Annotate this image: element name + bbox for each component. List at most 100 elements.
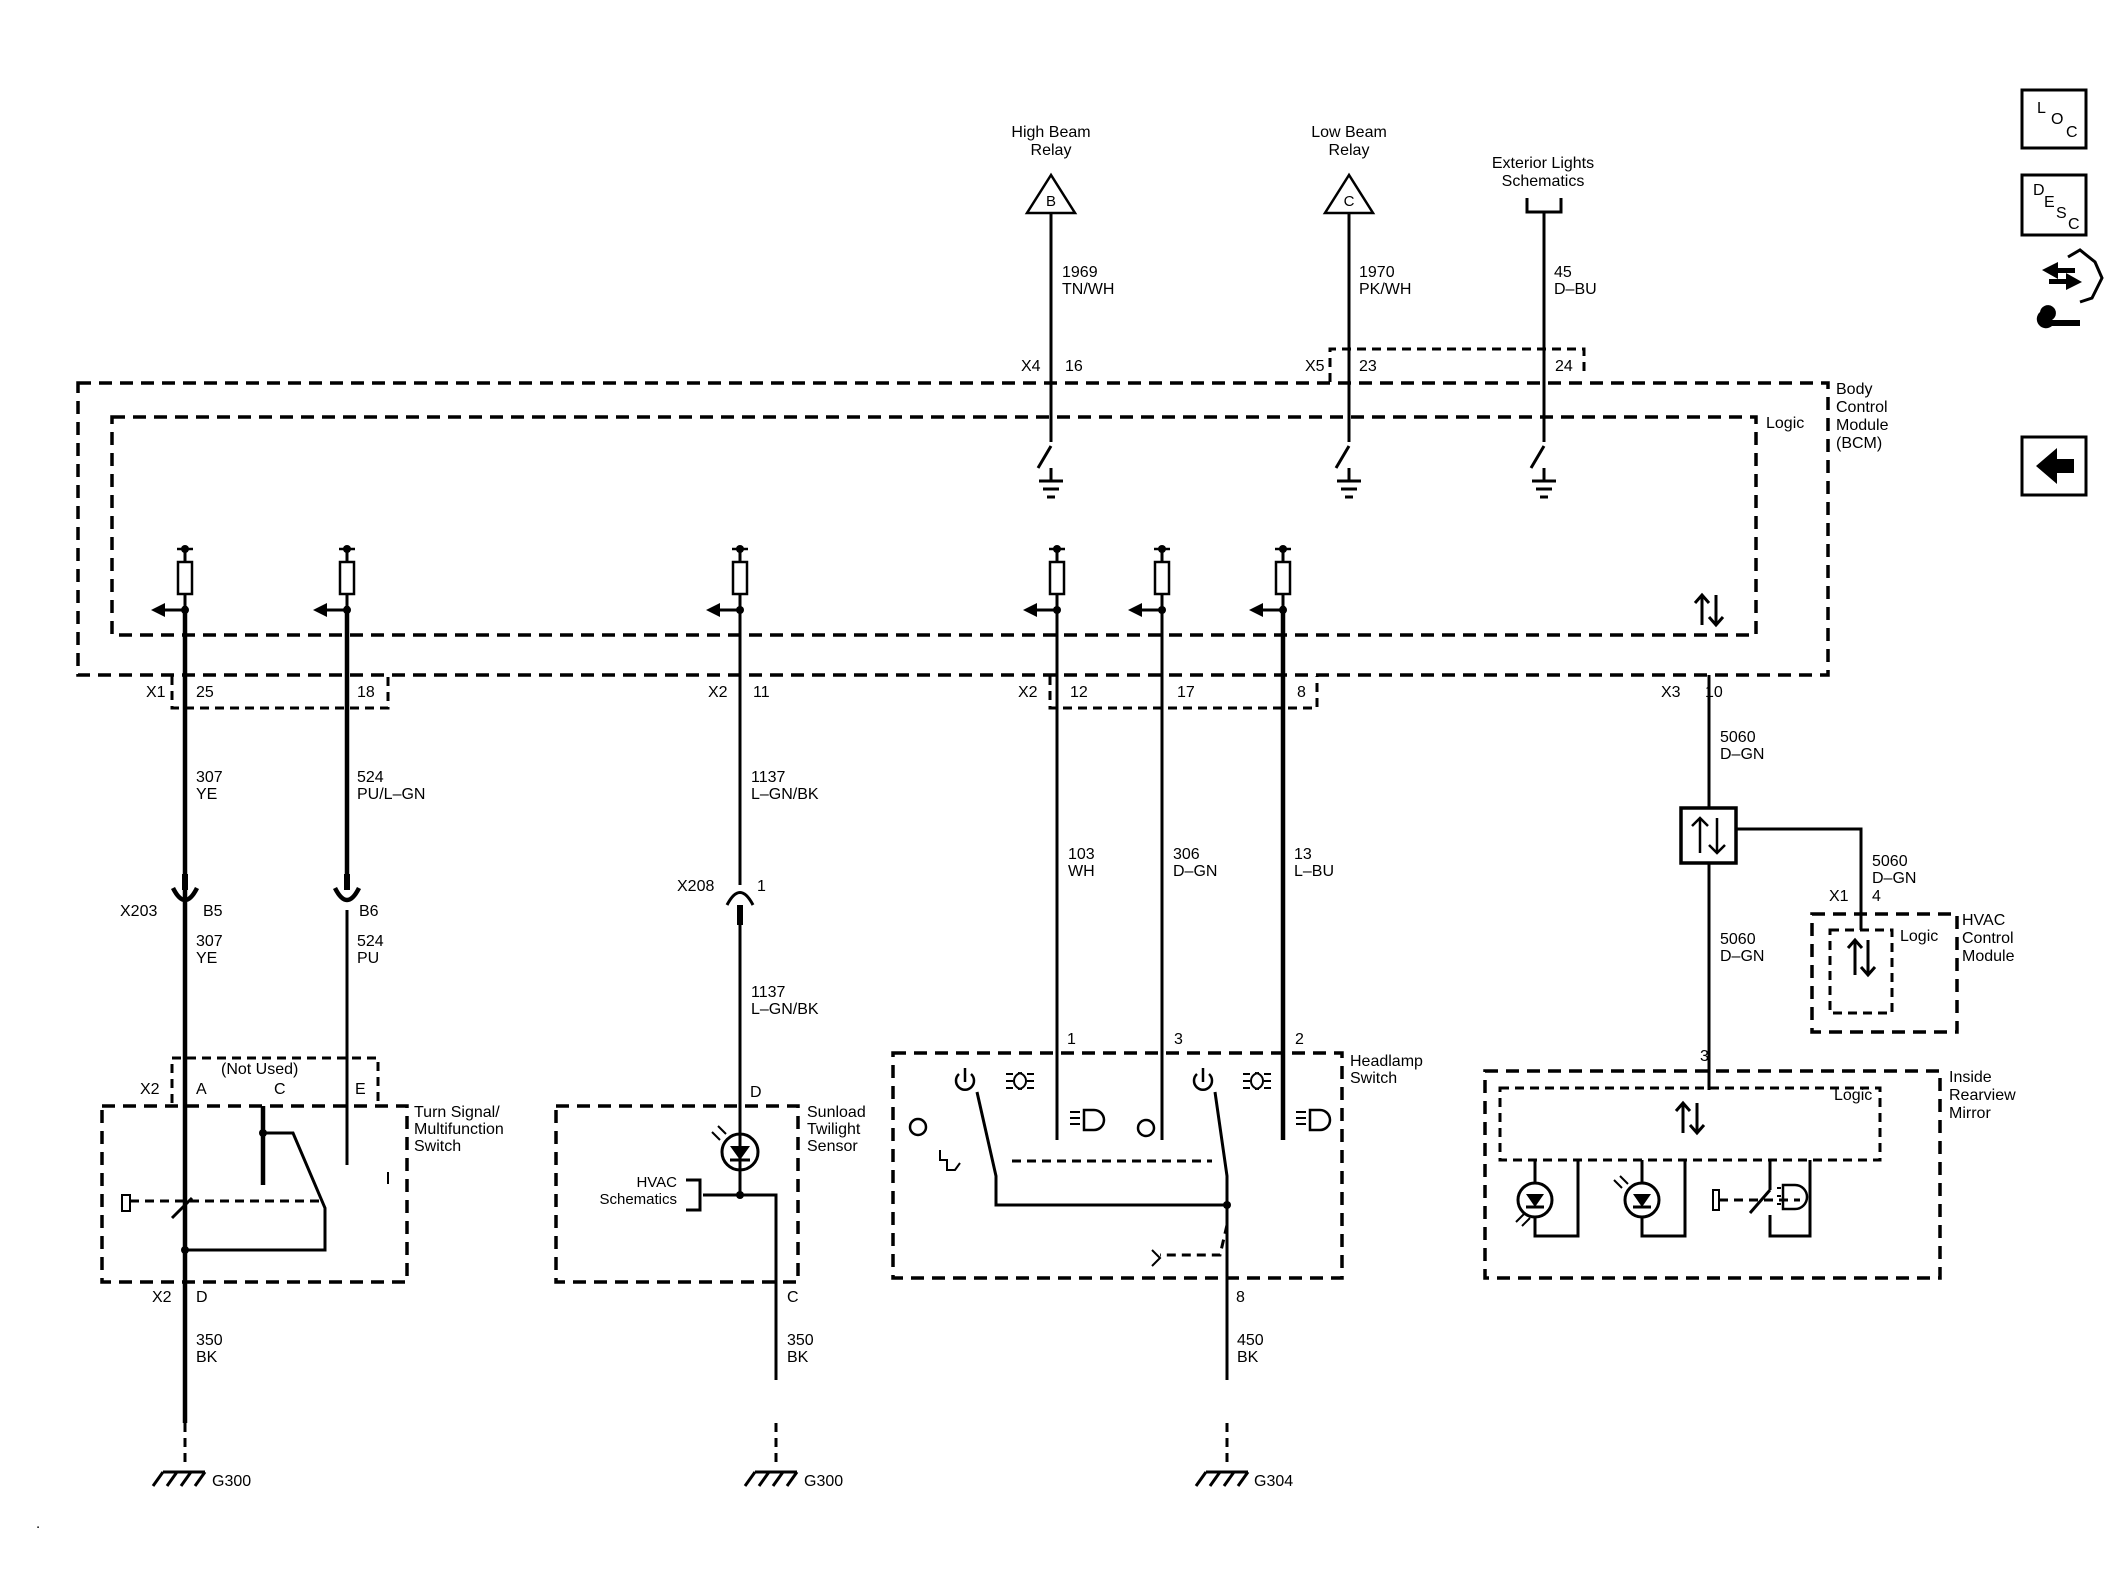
connector-tools-icon[interactable] — [2036, 248, 2104, 329]
sun-pin-c: C — [787, 1289, 799, 1306]
conn-x1-pin25: 25 — [196, 684, 214, 701]
ts-conn-x2-lower: X2 — [152, 1289, 172, 1306]
conn-x1: X1 — [146, 684, 166, 701]
location-letter-c: C — [2066, 124, 2078, 141]
conn-x203: X203 — [120, 903, 157, 920]
ts-pin-d: D — [196, 1289, 208, 1306]
ground-g304-label: G304 — [1254, 1473, 1293, 1490]
mirror-pin-3: 3 — [1700, 1048, 1709, 1065]
ts-pin-e: E — [355, 1081, 366, 1098]
turn-signal-switch: X2 A C E (Not Used) Turn Signal/Multifun… — [100, 1056, 504, 1284]
ts-pin-c: C — [274, 1081, 286, 1098]
ts-pin-a: A — [196, 1081, 207, 1098]
back-button[interactable] — [2020, 435, 2088, 497]
conn-x2-b-pin17: 17 — [1177, 684, 1195, 701]
ground-g300-left-label: G300 — [212, 1473, 251, 1490]
high-beam-icon — [1296, 1108, 1332, 1132]
parking-lamp-icon — [1006, 1072, 1034, 1090]
conn-x4-pin16: 16 — [1065, 358, 1083, 375]
ground-g300-left: G300 — [151, 1470, 251, 1490]
location-letter-l: L — [2037, 100, 2046, 117]
driver-output — [706, 545, 749, 617]
ground-g304: G304 — [1194, 1470, 1293, 1490]
location-letter-o: O — [2051, 111, 2063, 128]
conn-x1-pin18: 18 — [357, 684, 375, 701]
power-icon — [1192, 1068, 1214, 1091]
description-letter-c: C — [2068, 216, 2080, 233]
conn-x203-b5: B5 — [203, 903, 223, 920]
ts-conn-x2: X2 — [140, 1081, 160, 1098]
bcm-input-switches — [1036, 432, 1556, 499]
conn-x2-b-pin12: 12 — [1070, 684, 1088, 701]
power-icon — [954, 1068, 976, 1091]
bcm-logic-label: Logic — [1766, 415, 1804, 432]
sun-pin-d: D — [750, 1084, 762, 1101]
description-letter-e: E — [2044, 194, 2055, 211]
location-button[interactable]: L O C — [2020, 88, 2088, 150]
back-arrow-icon — [2036, 448, 2074, 484]
svg-text:.: . — [36, 1515, 40, 1532]
conn-x203-b6: B6 — [359, 903, 379, 920]
serial-data-splice — [1679, 806, 1738, 865]
conn-x2-b: X2 — [1018, 684, 1038, 701]
conn-x5-pin24: 24 — [1555, 358, 1573, 375]
description-button[interactable]: D E S C — [2020, 173, 2088, 237]
conn-x208: X208 — [677, 878, 714, 895]
conn-x2-a-pin11: 11 — [753, 684, 770, 701]
low-beam-pin: C — [1344, 193, 1355, 210]
driver-output — [1128, 545, 1171, 617]
driver-output — [1023, 545, 1066, 617]
hvac-logic-label: Logic — [1900, 928, 1938, 945]
ts-not-used: (Not Used) — [221, 1061, 298, 1078]
bcm-output-drivers — [151, 545, 1292, 617]
conn-x4: X4 — [1021, 358, 1041, 375]
conn-x2-b-pin8: 8 — [1297, 684, 1306, 701]
parking-lamp-icon — [1243, 1072, 1271, 1090]
hvac-conn-x1: X1 — [1829, 888, 1849, 905]
hs-pin-8: 8 — [1236, 1289, 1245, 1306]
hvac-pin-4: 4 — [1872, 888, 1881, 905]
description-letter-d: D — [2033, 182, 2045, 199]
ground-g300-middle-label: G300 — [804, 1473, 843, 1490]
hs-pin-2: 2 — [1295, 1031, 1304, 1048]
conn-x2-a: X2 — [708, 684, 728, 701]
conn-x208-pin1: 1 — [757, 878, 766, 895]
low-beam-icon — [1070, 1108, 1106, 1132]
hs-pin-3: 3 — [1174, 1031, 1183, 1048]
hs-pin-1: 1 — [1067, 1031, 1076, 1048]
conn-x5: X5 — [1305, 358, 1325, 375]
